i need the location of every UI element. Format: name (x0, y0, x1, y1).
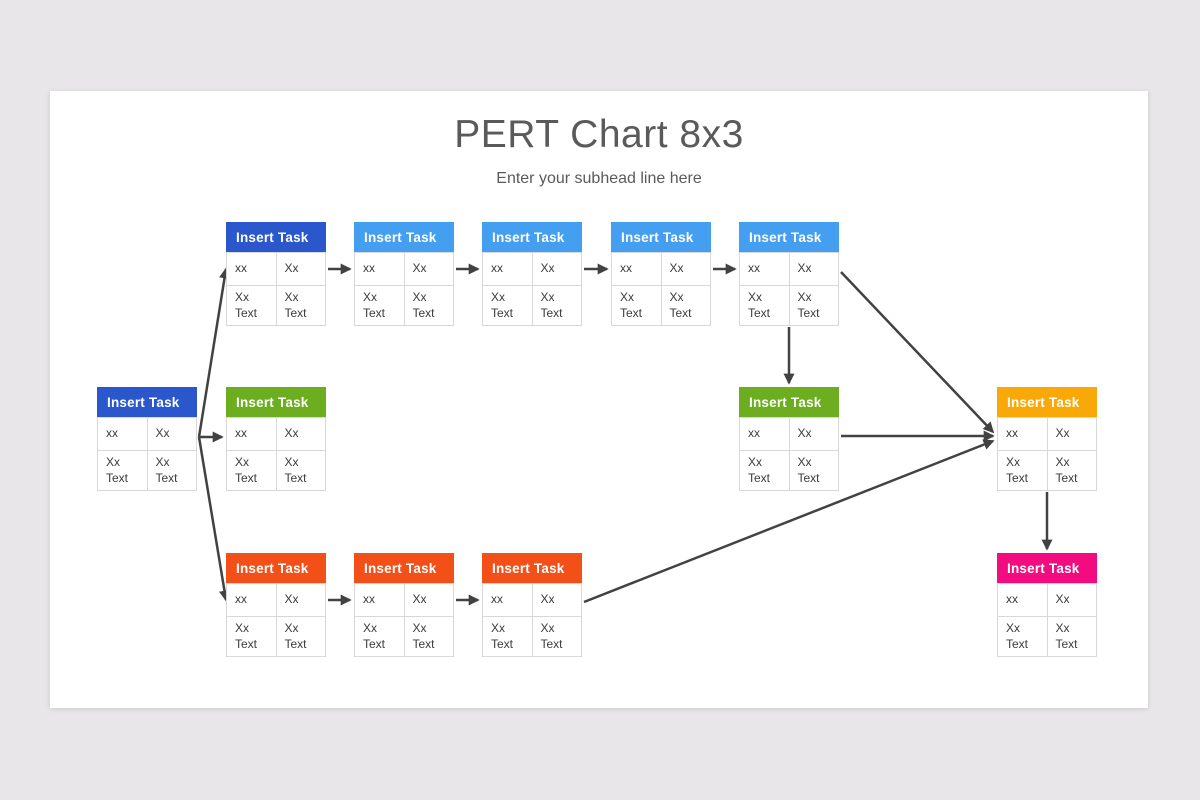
task-cell: Xx (532, 584, 581, 616)
task-cell: Xx (532, 253, 581, 285)
task-cell: Xx Text (483, 286, 532, 325)
task-cell: Xx (661, 253, 710, 285)
task-cell: Xx (276, 584, 325, 616)
slide: PERT Chart 8x3 Enter your subhead line h… (50, 91, 1148, 708)
task-cell: Xx Text (789, 286, 838, 325)
task-cell: Xx Text (1047, 617, 1096, 656)
task-box-header: Insert Task (482, 222, 582, 252)
task-cell: Xx Text (147, 451, 196, 490)
slide-title[interactable]: PERT Chart 8x3 (454, 113, 744, 156)
task-cell: xx (612, 253, 661, 285)
task-cell: Xx (147, 418, 196, 450)
task-cell: Xx Text (227, 286, 276, 325)
task-cell: Xx Text (276, 617, 325, 656)
task-cell: Xx Text (227, 451, 276, 490)
task-box-header: Insert Task (226, 553, 326, 583)
task-box-header: Insert Task (997, 553, 1097, 583)
task-cell: Xx Text (740, 451, 789, 490)
task-cell: Xx Text (227, 617, 276, 656)
task-box-header: Insert Task (354, 553, 454, 583)
task-cell: Xx Text (740, 286, 789, 325)
task-box-header: Insert Task (226, 387, 326, 417)
task-cell: Xx Text (404, 617, 453, 656)
task-box-header: Insert Task (611, 222, 711, 252)
task-cell: Xx Text (98, 451, 147, 490)
task-cell: xx (483, 584, 532, 616)
slide-subtitle[interactable]: Enter your subhead line here (496, 170, 702, 187)
task-cell: xx (483, 253, 532, 285)
task-box-header: Insert Task (997, 387, 1097, 417)
task-cell: Xx (1047, 418, 1096, 450)
task-cell: Xx (789, 418, 838, 450)
task-cell: Xx Text (612, 286, 661, 325)
task-cell: Xx Text (661, 286, 710, 325)
task-cell: Xx (404, 584, 453, 616)
task-cell: Xx Text (998, 617, 1047, 656)
task-cell: xx (98, 418, 147, 450)
task-box-header: Insert Task (482, 553, 582, 583)
task-cell: xx (227, 584, 276, 616)
task-cell: Xx (276, 418, 325, 450)
task-cell: Xx Text (1047, 451, 1096, 490)
task-cell: xx (740, 253, 789, 285)
task-box-header: Insert Task (354, 222, 454, 252)
task-cell: xx (355, 584, 404, 616)
task-cell: Xx (276, 253, 325, 285)
task-cell: Xx Text (355, 286, 404, 325)
task-cell: Xx Text (276, 286, 325, 325)
task-cell: Xx (789, 253, 838, 285)
task-cell: xx (998, 584, 1047, 616)
task-box-header: Insert Task (226, 222, 326, 252)
task-cell: Xx Text (276, 451, 325, 490)
task-cell: Xx (404, 253, 453, 285)
task-cell: xx (227, 418, 276, 450)
task-cell: Xx Text (483, 617, 532, 656)
task-cell: Xx Text (789, 451, 838, 490)
task-cell: xx (227, 253, 276, 285)
task-cell: xx (998, 418, 1047, 450)
task-cell: Xx Text (355, 617, 404, 656)
task-box-header: Insert Task (739, 222, 839, 252)
task-cell: Xx (1047, 584, 1096, 616)
task-cell: xx (355, 253, 404, 285)
task-cell: xx (740, 418, 789, 450)
task-cell: Xx Text (532, 617, 581, 656)
task-cell: Xx Text (532, 286, 581, 325)
task-box-header: Insert Task (739, 387, 839, 417)
task-box-header: Insert Task (97, 387, 197, 417)
task-cell: Xx Text (404, 286, 453, 325)
task-cell: Xx Text (998, 451, 1047, 490)
